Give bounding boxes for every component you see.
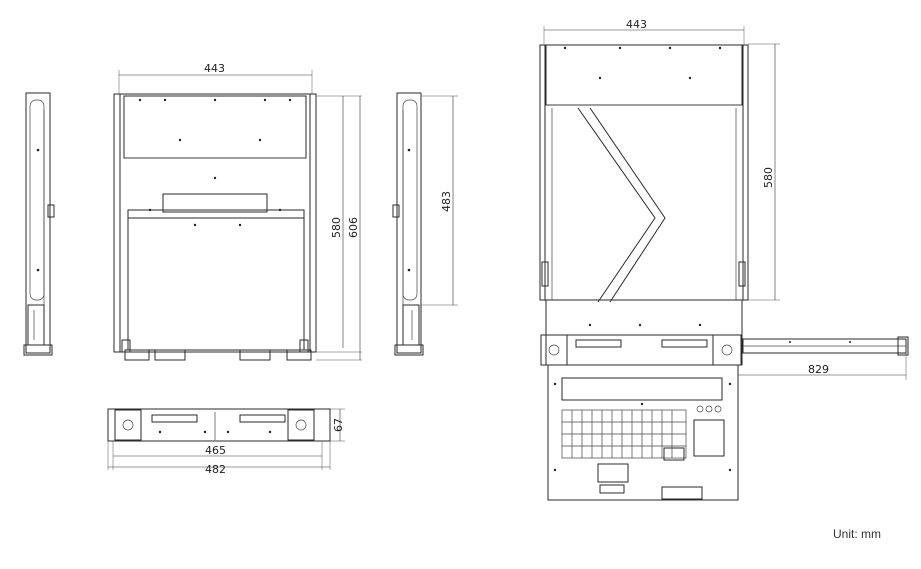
unit-label: Unit: mm <box>833 527 881 541</box>
top-view <box>539 44 909 501</box>
rear-view <box>107 408 331 442</box>
rear-width-482-label: 482 <box>205 463 226 476</box>
top-width-label: 443 <box>626 18 647 31</box>
dim-top-width: 443 <box>543 18 745 45</box>
dim-top-depth: 580 <box>748 43 780 301</box>
extended-depth-label: 829 <box>808 363 829 376</box>
front-height-580-label: 580 <box>330 217 343 238</box>
rear-width-465-label: 465 <box>205 444 226 457</box>
keyboard-keys <box>561 409 687 461</box>
rear-height-label: 67 <box>332 418 345 432</box>
top-depth-label: 580 <box>762 167 775 188</box>
dim-front-width: 443 <box>118 62 313 94</box>
front-width-label: 443 <box>204 62 225 75</box>
dim-extended-depth: 829 <box>738 353 907 380</box>
front-view <box>113 93 317 361</box>
left-side-view <box>23 92 55 356</box>
side-height-label: 483 <box>440 191 453 212</box>
dim-front-heights: 580 606 <box>316 95 362 361</box>
dim-rear-widths: 465 482 <box>107 441 331 476</box>
dim-side-height: 483 <box>421 95 458 306</box>
right-side-view <box>392 92 424 356</box>
dim-rear-height: 67 <box>330 408 345 442</box>
front-height-606-label: 606 <box>347 217 360 238</box>
